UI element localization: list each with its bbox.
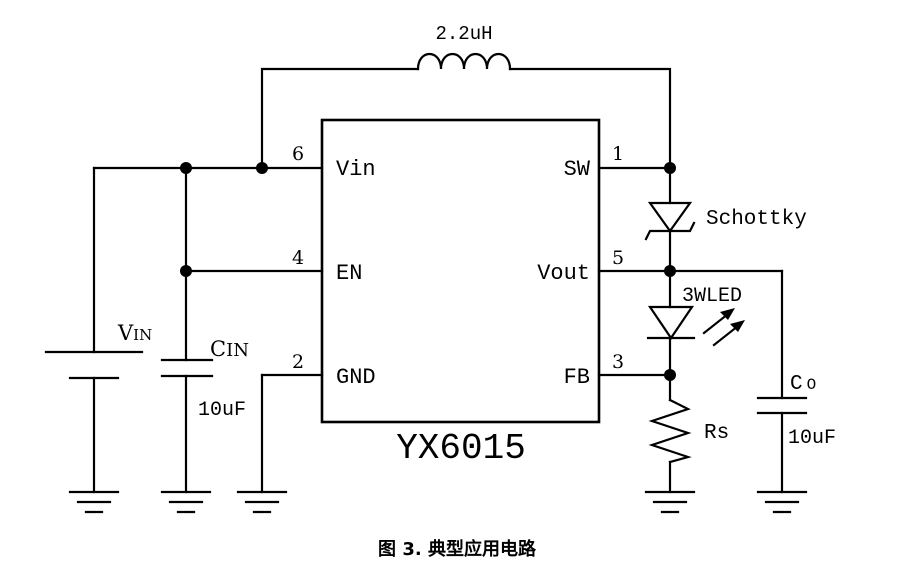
- pin-number-gnd: 2: [292, 351, 304, 373]
- pin-label-en: EN: [336, 261, 362, 286]
- pin-number-vin: 6: [292, 143, 304, 165]
- pin-number-en: 4: [292, 247, 304, 269]
- ground-symbol-co: [756, 490, 808, 514]
- inductor-coil: [416, 52, 512, 71]
- cin-value: 10uF: [198, 399, 246, 422]
- rs-label: Rs: [704, 422, 729, 445]
- pin-label-vin: Vin: [336, 157, 376, 182]
- resistor-rs: [648, 398, 692, 464]
- ground-symbol-cin: [160, 490, 212, 514]
- junction-dot: [664, 369, 676, 381]
- ground-symbol-gnd: [236, 490, 288, 514]
- inductor-label: 2.2uH: [435, 23, 492, 45]
- pin-number-fb: 3: [612, 351, 624, 373]
- pin-number-sw: 1: [612, 143, 624, 165]
- pin-label-gnd: GND: [336, 365, 376, 390]
- led-light-arrows-icon: [702, 308, 745, 347]
- junction-dot: [180, 162, 192, 174]
- ground-symbol-vin: [68, 490, 120, 514]
- vin-label: VIN: [117, 321, 152, 345]
- pin-label-sw: SW: [564, 157, 591, 182]
- cin-label: CIN: [210, 337, 249, 361]
- junction-dot: [664, 162, 676, 174]
- pin-number-vout: 5: [612, 247, 624, 269]
- pin-label-vout: Vout: [537, 261, 590, 286]
- led-symbol: [646, 305, 696, 340]
- wire-inductor-right: [508, 67, 672, 170]
- schottky-label: Schottky: [706, 208, 807, 231]
- chip-name: YX6015: [396, 428, 526, 469]
- led-label: 3WLED: [682, 285, 742, 308]
- junction-dot: [180, 265, 192, 277]
- co-value: 10uF: [788, 427, 836, 450]
- ground-symbol-rs: [644, 490, 696, 514]
- junction-dot: [256, 162, 268, 174]
- wire-inductor-left: [260, 67, 420, 170]
- pin-label-fb: FB: [564, 365, 590, 390]
- figure-caption: 图 3. 典型应用电路: [378, 538, 537, 560]
- junction-dot: [664, 265, 676, 277]
